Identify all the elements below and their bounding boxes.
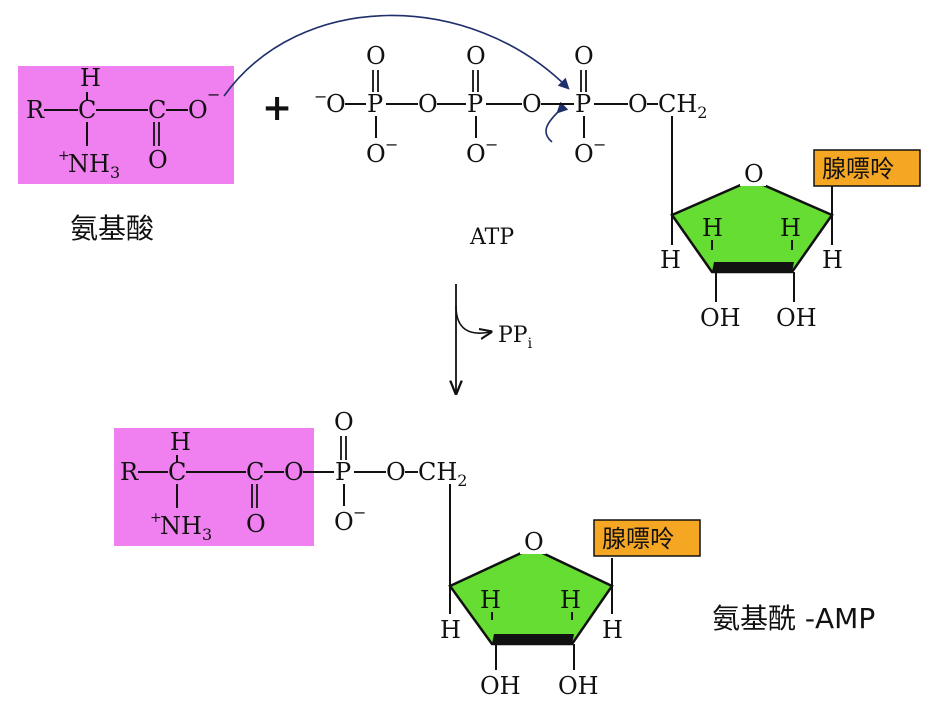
product-ester-o: O: [284, 458, 304, 486]
bridge-o-2: O: [522, 90, 542, 118]
p-gamma-o-bottom: O: [366, 140, 386, 168]
product-ch2-group: CH2: [418, 458, 467, 490]
alpha-h: H: [80, 64, 101, 92]
amine-group: NH3: [68, 150, 120, 182]
p-alpha-o-top: O: [574, 42, 594, 70]
phosphorus-beta: P: [467, 90, 483, 118]
plus-sign: +: [262, 87, 292, 129]
c4-h: H: [660, 246, 681, 274]
atp-label: ATP: [469, 225, 514, 250]
amino-acid-label: 氨基酸: [70, 212, 154, 245]
product-c4-h: H: [440, 616, 461, 644]
p-alpha-charge: −: [593, 135, 606, 154]
nucleophilic-attack-arrow: [223, 14, 570, 97]
c3-h: H: [702, 214, 723, 242]
amino-acid-highlight: [18, 66, 234, 184]
c3-oh: OH: [700, 304, 741, 332]
atp-terminal-charge: −: [314, 87, 327, 106]
product-p-o-top: O: [334, 408, 354, 436]
p-alpha-o-bottom: O: [574, 140, 594, 168]
bridge-o-1: O: [418, 90, 438, 118]
product-p-o-bottom: O: [334, 508, 354, 536]
product-alpha-h: H: [170, 428, 191, 456]
atp-terminal-o: O: [326, 90, 346, 118]
r-group: R: [26, 96, 45, 124]
product-amino-highlight: [114, 428, 314, 546]
ring-oxygen: O: [744, 160, 764, 188]
carboxyl-o-minus: O: [188, 96, 208, 124]
alpha-carbon: C: [78, 96, 96, 124]
ppi-label: PPi: [498, 323, 533, 352]
ribose-ring: [670, 178, 834, 274]
product-bridge-o: O: [386, 458, 406, 486]
p-gamma-charge: −: [385, 135, 398, 154]
product-ring-oxygen: O: [524, 528, 544, 556]
carbonyl-o: O: [148, 146, 168, 174]
product-c2-oh: OH: [558, 672, 599, 700]
amine-plus: +: [58, 148, 70, 164]
product-p-charge: −: [353, 503, 366, 522]
product-amine-group: NH3: [160, 512, 212, 544]
phosphorus-gamma: P: [367, 90, 383, 118]
product-c3-oh: OH: [480, 672, 521, 700]
product-alpha-carbon: C: [168, 458, 186, 486]
product-c3-h: H: [480, 586, 501, 614]
aminoacyl-amp-label: 氨基酰 -AMP: [712, 602, 875, 635]
c1-h: H: [822, 246, 843, 274]
carboxyl-carbon: C: [148, 96, 166, 124]
product-adenine-box: [593, 519, 701, 557]
product-c1-h: H: [602, 616, 623, 644]
product-carbonyl-o: O: [246, 510, 266, 538]
adenine-label: 腺嘌呤: [822, 155, 894, 183]
bond-cleavage-arrow: [545, 101, 569, 143]
p-beta-o-bottom: O: [466, 140, 486, 168]
product-phosphorus: P: [335, 458, 351, 486]
phosphorus-alpha: P: [575, 90, 591, 118]
amino-acid-structure: H R C C O − O + NH3: [18, 64, 234, 184]
byproduct-arrow: [455, 305, 490, 333]
p-beta-charge: −: [485, 135, 498, 154]
c2-oh: OH: [776, 304, 817, 332]
product-ribose-ring: [448, 546, 614, 646]
product-c2-h: H: [560, 586, 581, 614]
ch2-group: CH2: [658, 90, 707, 122]
c2-h: H: [780, 214, 801, 242]
product-amine-plus: +: [150, 510, 162, 526]
carboxyl-charge: −: [207, 85, 220, 104]
atp-structure: − O P O O − O P O O − O P O O − O CH2: [314, 42, 921, 332]
product-r-group: R: [120, 458, 139, 486]
product-adenine-label: 腺嘌呤: [602, 525, 674, 553]
ester-o: O: [628, 90, 648, 118]
p-gamma-o-top: O: [366, 42, 386, 70]
product-carbonyl-carbon: C: [246, 458, 264, 486]
adenine-box: [813, 149, 921, 187]
aminoacyl-amp-structure: H R C C O O + NH3 P O O − O CH2 O H: [114, 408, 701, 700]
p-beta-o-top: O: [466, 42, 486, 70]
